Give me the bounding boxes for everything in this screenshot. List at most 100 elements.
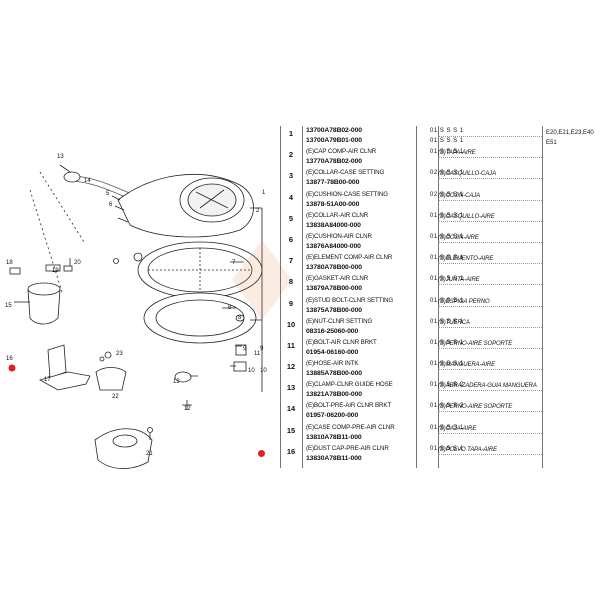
row-separator [438, 347, 542, 349]
spanish-description: (S)MANGUERA-AIRE [438, 362, 496, 369]
spanish-description: (S)PERNO-AIRE SOPORTE [438, 404, 513, 411]
item-number: 10 [286, 319, 296, 329]
column-divider [542, 126, 543, 468]
row-marker-dot [258, 449, 265, 457]
table-row: 3 (E)COLLAR-CASE SETTING 13877-78B00-000 02… [272, 168, 600, 189]
callout-10: 10 [248, 368, 255, 374]
item-number: 6 [288, 234, 294, 244]
quantity-spec: 01 S S S 1 [430, 149, 464, 156]
item-number: 1 [288, 129, 294, 138]
quantity-spec: 01 S S S 1 [430, 233, 464, 240]
callout-21: 21 [146, 451, 153, 457]
model-applicability: E20,E21,E23,E40 E51 [546, 128, 594, 148]
part-number: 13877-78B00-000 [306, 179, 360, 187]
callout-23: 23 [116, 351, 123, 357]
part-number: 08316-25060-000 [306, 327, 359, 335]
part-description: (E)NUT-CLNR SETTING [306, 317, 373, 325]
row-separator [438, 453, 542, 455]
callout-12b: 12 [184, 406, 191, 412]
quantity-spec: 01 S S S 1 [430, 424, 464, 431]
item-number: 15 [286, 425, 296, 435]
quantity-spec: 01 S S S 1 [430, 212, 464, 219]
row-separator [438, 390, 542, 392]
part-number: 13780A78B00-000 [306, 264, 362, 272]
callout-11: 11 [254, 351, 261, 357]
item-number: 13 [286, 383, 296, 393]
quantity-spec: 01 S S S 1 [430, 255, 464, 262]
item-number: 4 [288, 192, 294, 202]
row-separator [438, 369, 542, 371]
part-number: 13876A84000-000 [306, 242, 361, 250]
part-description: (E)HOSE-AIR INTK [306, 360, 359, 368]
column-divider [280, 126, 281, 468]
part-description: (E)GASKET-AIR CLNR [306, 275, 369, 283]
part-description: (E)COLLAR-CASE SETTING [306, 169, 385, 177]
callout-17: 17 [44, 377, 51, 383]
spanish-description: (S)COJIN-CAJA [438, 192, 481, 199]
callout-14: 14 [84, 178, 91, 184]
row-separator [438, 220, 542, 222]
quantity-spec: 02 S S S 1 [430, 170, 464, 177]
callout-9b: 9 [260, 346, 264, 352]
part-description: (E)CAP COMP-AIR CLNR [306, 148, 377, 156]
diagram-svg: 13 14 5 6 7 8 9 10 11 12 15 16 17 18 19 … [5, 154, 267, 469]
column-divider [438, 126, 439, 468]
part-number: 13875A78B00-000 [306, 306, 362, 314]
callout-8: 8 [228, 305, 232, 311]
row-separator [438, 157, 542, 159]
item-number: 12 [286, 362, 296, 372]
spanish-description: (S)CAJA-AIRE [438, 425, 477, 432]
row-separator [438, 411, 542, 413]
part-number: 13838A84000-000 [306, 221, 361, 229]
part-number: 13700A78B02-000 [306, 127, 362, 134]
part-number: 01954-06160-000 [306, 348, 359, 356]
part-number: 13879A78B00-000 [306, 285, 362, 293]
spanish-description: (S)CASQUILLO-AIRE [438, 213, 495, 220]
quantity-spec: 01 S S S 2 [430, 382, 464, 389]
callout-10b: 10 [260, 368, 267, 374]
item-number: 3 [288, 171, 294, 181]
quantity-spec: 01 S S S 1 [430, 361, 464, 368]
column-divider [416, 126, 417, 468]
part-description: (E)COLLAR-AIR CLNR [306, 211, 369, 219]
column-divider [302, 126, 303, 468]
spanish-description: (S)CASQUILLO-CAJA [438, 171, 496, 178]
model-line: E20,E21,E23,E40 [546, 130, 594, 136]
part-number: 13885A78B00-000 [306, 370, 362, 378]
part-description: (E)ELEMENT COMP-AIR CLNR [306, 254, 393, 262]
part-number: 13810A78B11-000 [306, 433, 362, 441]
quantity-spec: 02 S S S 1 [430, 191, 464, 198]
callout-2: 2 [256, 208, 260, 214]
part-description: (E)BOLT-PRE-AIR CLNR BRKT [306, 402, 392, 410]
callout-16: 16 [6, 356, 13, 362]
spanish-description: (S)PERNO-AIRE SOPORTE [438, 340, 513, 347]
row-separator [438, 326, 542, 328]
callout-6: 6 [109, 202, 113, 208]
row-separator [438, 432, 542, 434]
callout-9: 9 [243, 346, 247, 352]
spanish-description: (S)ELEMENTO-AIRE [438, 256, 494, 263]
spanish-description: (S)POLVO TAPA-AIRE [438, 446, 497, 453]
spanish-description: (S)TUERCA [438, 319, 470, 326]
part-number: 01957-06200-000 [306, 412, 359, 420]
row-separator [438, 263, 542, 265]
callout-13: 13 [57, 154, 64, 160]
part-description: (E)CUSHION-AIR CLNR [306, 232, 372, 240]
spanish-description: (S)ABRAZADERA-GUIA MANGUERA [438, 383, 537, 390]
diagram-marker-dot [8, 364, 16, 372]
quantity-spec: 01 S S S 1 [430, 445, 464, 452]
spanish-description: (S)ESPIGA PERNO [438, 298, 490, 305]
callout-8b: 8 [238, 315, 242, 321]
item-number: 9 [288, 298, 294, 308]
